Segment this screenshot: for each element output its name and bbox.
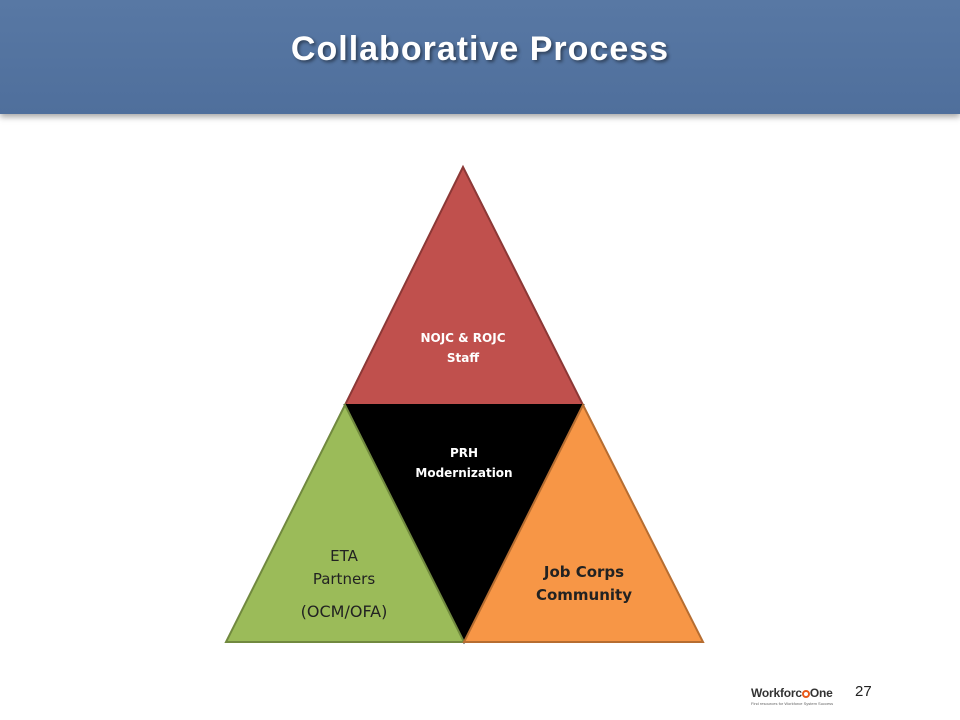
- right-label-line-1: Job Corps: [543, 563, 624, 581]
- center-label-line-1: PRH: [450, 446, 478, 460]
- right-label-line-2: Community: [536, 586, 632, 604]
- logo-name-part-2: One: [809, 686, 833, 700]
- center-label-line-2: Modernization: [415, 466, 512, 480]
- top-label-line-1: NOJC & ROJC: [420, 331, 505, 345]
- slide-title: Collaborative Process: [290, 30, 670, 68]
- right-triangle: [462, 402, 705, 643]
- left-triangle: [224, 402, 466, 643]
- page-number: 27: [855, 683, 872, 700]
- workforce-one-logo: Workforc One Find resources for Workforce…: [751, 686, 833, 706]
- logo-name-part-1: Workforc: [751, 686, 802, 700]
- left-label-line-3: (OCM/OFA): [301, 602, 388, 621]
- left-label-line-2: Partners: [313, 570, 376, 588]
- top-label-line-2: Staff: [447, 351, 479, 365]
- left-label-line-1: ETA: [330, 547, 358, 565]
- top-triangle: [343, 164, 585, 406]
- header-bar: Collaborative Process: [0, 0, 960, 114]
- logo-tagline: Find resources for Workforce System Succ…: [751, 701, 834, 706]
- logo-ring-icon: [801, 690, 810, 698]
